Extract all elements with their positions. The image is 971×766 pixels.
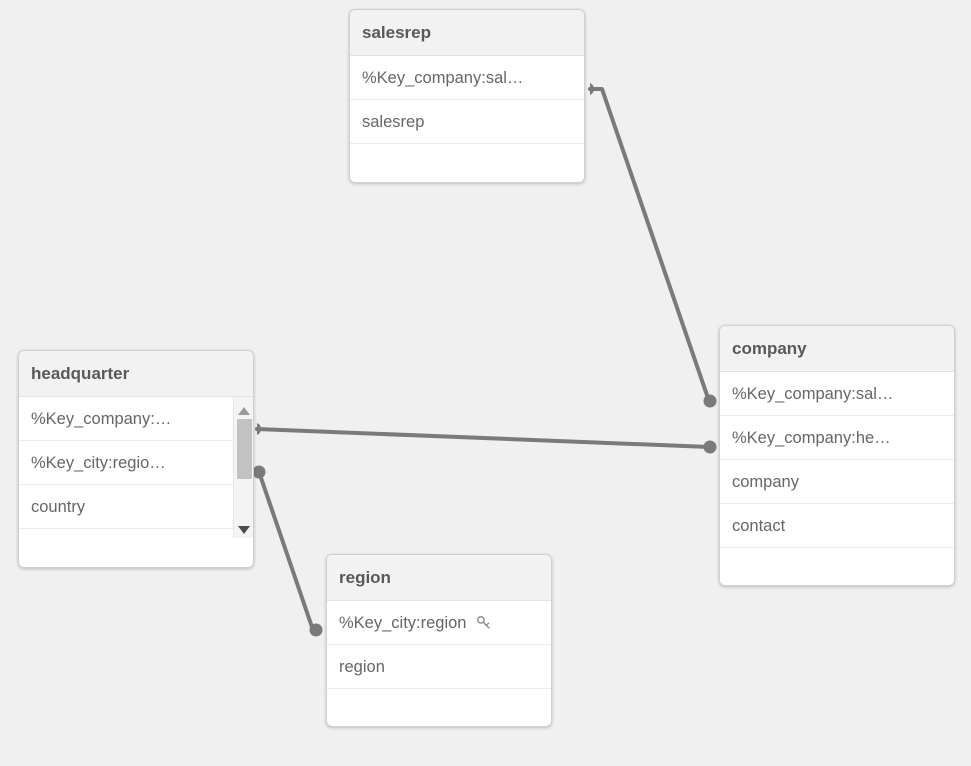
scrollbar-thumb[interactable] (237, 419, 252, 479)
table-card-headquarter[interactable]: headquarter %Key_company:… %Key_city:reg… (18, 350, 254, 568)
table-row-empty (327, 689, 551, 719)
table-row-empty (19, 529, 253, 559)
table-fields-salesrep: %Key_company:sal… salesrep (350, 56, 584, 174)
vertical-scrollbar[interactable] (233, 397, 253, 538)
table-row[interactable]: %Key_city:regio… (19, 441, 253, 485)
link-anchor-salesrep (590, 83, 595, 95)
table-card-region[interactable]: region %Key_city:region region (326, 554, 552, 727)
link-line (588, 87, 711, 403)
link-anchor-region (309, 623, 323, 637)
table-row-empty (350, 144, 584, 174)
field-label: %Key_company:he… (732, 428, 891, 447)
field-label: %Key_city:region (339, 613, 467, 632)
table-row[interactable]: %Key_company:… (19, 397, 253, 441)
table-fields-company: %Key_company:sal… %Key_company:he… compa… (720, 372, 954, 578)
table-row[interactable]: country (19, 485, 253, 529)
table-row[interactable]: salesrep (350, 100, 584, 144)
table-row[interactable]: %Key_city:region (327, 601, 551, 645)
triangle-down-icon[interactable] (237, 522, 251, 534)
table-title-headquarter: headquarter (19, 351, 253, 397)
link-anchor-company-2 (703, 440, 717, 454)
link-headquarter-region[interactable] (252, 465, 323, 637)
table-row[interactable]: %Key_company:sal… (350, 56, 584, 100)
field-label: salesrep (362, 112, 425, 131)
key-icon (475, 614, 493, 632)
table-row[interactable]: contact (720, 504, 954, 548)
table-fields-headquarter: %Key_company:… %Key_city:regio… country (19, 397, 253, 567)
link-line (255, 427, 711, 449)
field-label: region (339, 657, 385, 676)
table-row[interactable]: region (327, 645, 551, 689)
link-salesrep-company[interactable] (588, 83, 717, 408)
field-label: %Key_company:sal… (732, 384, 894, 403)
link-anchor-headquarter-2 (252, 465, 266, 479)
link-anchor-company-1 (703, 394, 717, 408)
field-label: country (31, 497, 86, 516)
field-label: %Key_company:sal… (362, 68, 524, 87)
table-card-company[interactable]: company %Key_company:sal… %Key_company:h… (719, 325, 955, 586)
field-label: %Key_city:regio… (31, 453, 166, 472)
link-line (257, 470, 322, 632)
table-fields-region: %Key_city:region region (327, 601, 551, 719)
table-title-salesrep: salesrep (350, 10, 584, 56)
table-row[interactable]: %Key_company:sal… (720, 372, 954, 416)
table-card-salesrep[interactable]: salesrep %Key_company:sal… salesrep (349, 9, 585, 183)
link-anchor-headquarter-1 (257, 423, 261, 435)
field-label: %Key_company:… (31, 409, 172, 428)
table-row[interactable]: %Key_company:he… (720, 416, 954, 460)
field-label: contact (732, 516, 786, 535)
table-title-region: region (327, 555, 551, 601)
triangle-up-icon[interactable] (237, 403, 251, 415)
table-row-empty (720, 548, 954, 578)
table-row[interactable]: company (720, 460, 954, 504)
field-label: company (732, 472, 799, 491)
table-title-company: company (720, 326, 954, 372)
link-headquarter-company[interactable] (255, 423, 717, 454)
